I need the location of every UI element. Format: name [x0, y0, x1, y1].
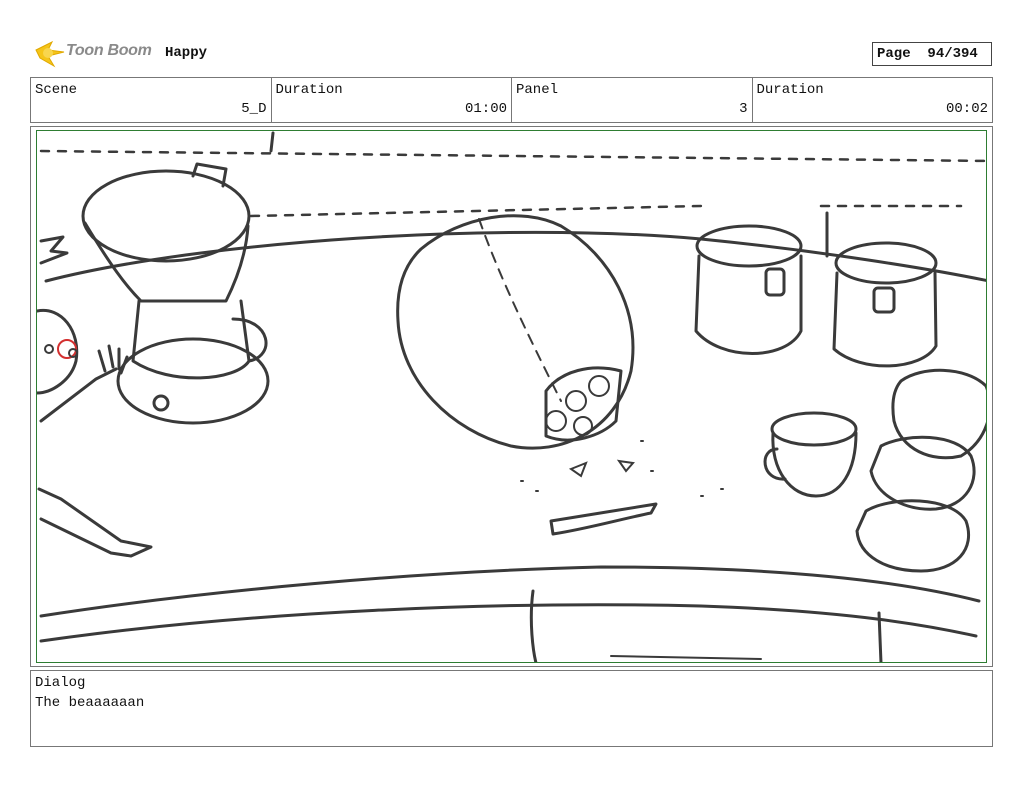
page-indicator: Page 94/394: [872, 42, 992, 66]
dialog-text: The beaaaaaan: [35, 695, 145, 711]
coffee-bean-sketch: [396, 214, 724, 497]
page-value: 94/394: [927, 46, 978, 62]
stacked-buns-sketch: [855, 368, 986, 573]
coffee-machine-sketch: [81, 162, 270, 425]
panel-duration-value: 00:02: [945, 101, 988, 117]
scene-label: Scene: [35, 82, 78, 98]
scene-duration-label: Duration: [275, 82, 343, 98]
scene-duration-value: 01:00: [464, 101, 507, 117]
panel-duration-cell: Duration 00:02: [753, 78, 993, 122]
sketch-drawing: [37, 131, 986, 662]
project-title: Happy: [165, 45, 208, 61]
panel-info-row: Scene 5_D Duration 01:00 Panel 3 Duratio…: [30, 77, 993, 123]
storyboard-panel-drawing: [36, 130, 987, 663]
character-sketch: [37, 235, 153, 558]
panel-value: 3: [739, 101, 748, 117]
storyboard-panel-frame: [30, 126, 993, 667]
scene-duration-cell: Duration 01:00: [272, 78, 512, 122]
page-label: Page: [877, 46, 911, 62]
jar-right-sketch: [832, 241, 938, 368]
dialog-box: Dialog The beaaaaaan: [30, 670, 993, 747]
panel-label: Panel: [516, 82, 559, 98]
panel-cell: Panel 3: [512, 78, 753, 122]
jar-left-sketch: [694, 224, 803, 355]
spoon-sketch: [549, 502, 658, 536]
scene-value: 5_D: [241, 101, 267, 117]
dialog-label: Dialog: [35, 675, 86, 691]
logo-text: Toon Boom: [66, 42, 152, 59]
scene-cell: Scene 5_D: [31, 78, 272, 122]
toon-boom-logo: [35, 40, 65, 68]
cup-sketch: [763, 411, 858, 498]
panel-duration-label: Duration: [756, 82, 824, 98]
